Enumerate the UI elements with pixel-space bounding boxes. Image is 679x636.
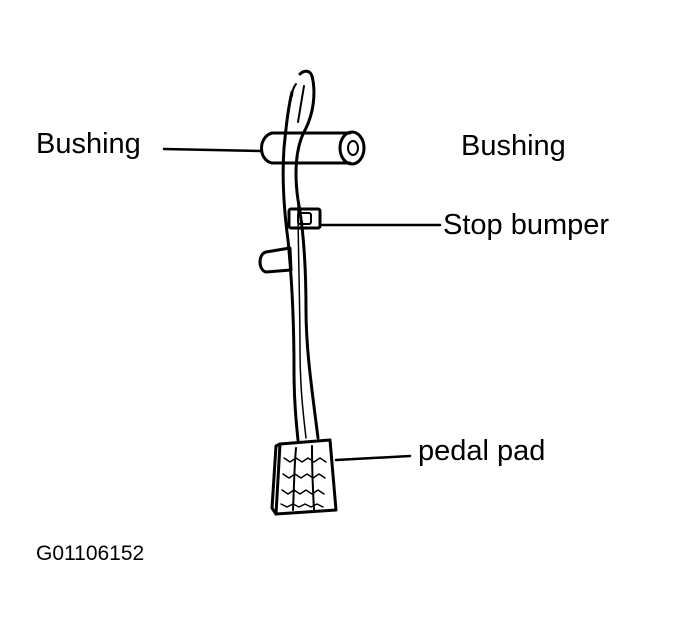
pedal-arm <box>281 69 320 442</box>
label-bushing-right: Bushing <box>461 130 566 162</box>
leader-line-pedal-pad <box>334 454 412 462</box>
bushing-tube <box>260 130 366 166</box>
label-stop-bumper: Stop bumper <box>443 209 610 241</box>
leader-line-bushing <box>162 147 264 153</box>
pedal-pad-shape <box>270 438 338 516</box>
side-boss <box>258 246 293 274</box>
figure-code: G01106152 <box>36 542 145 565</box>
stop-bumper-bracket <box>287 207 322 230</box>
label-bushing-left: Bushing <box>36 128 141 160</box>
label-pedal-pad: pedal pad <box>418 435 546 467</box>
